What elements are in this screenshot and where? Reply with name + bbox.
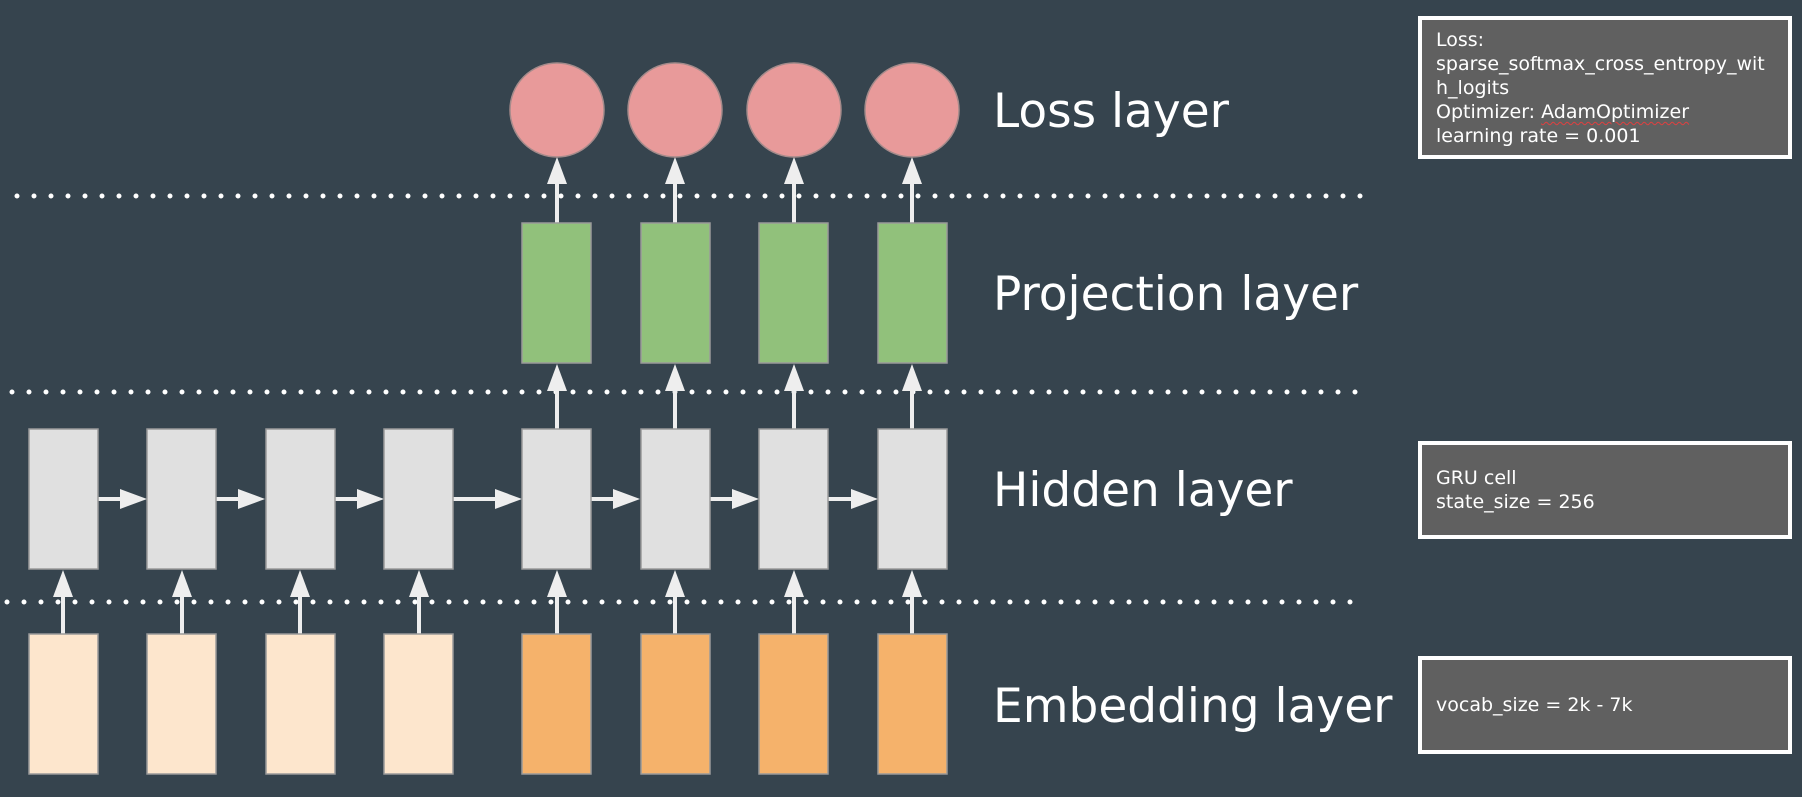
arrow-up [902,157,922,223]
embedding-output-node [521,633,592,775]
projection-layer-label: Projection layer [993,267,1359,322]
projection-node [877,222,948,364]
learning-rate: learning rate = 0.001 [1436,125,1641,147]
arrow-up [902,570,922,634]
cell-type: GRU cell [1436,467,1517,489]
arrow-right [709,489,759,509]
arrow-up [665,157,685,223]
optimizer-line: Optimizer: AdamOptimizer [1436,100,1774,124]
arrow-right [828,489,878,509]
loss-nodes [509,62,960,158]
projection-node [640,222,711,364]
recurrent-arrows [97,489,878,509]
arrow-up [547,364,567,429]
hidden-node [28,428,99,570]
hidden-node [521,428,592,570]
projection-nodes [521,222,948,364]
arrow-up [290,570,310,634]
embedding-to-hidden-arrows [53,570,922,634]
arrow-up [547,157,567,223]
arrow-right [97,489,147,509]
arrow-up [665,364,685,429]
loss-node [509,62,605,158]
arrow-right [453,489,522,509]
arrow-up [784,364,804,429]
arrow-up [53,570,73,634]
hidden-node [640,428,711,570]
arrow-up [172,570,192,634]
embedding-output-node [640,633,711,775]
arrow-up [784,570,804,634]
vocab-size: vocab_size = 2k - 7k [1436,694,1633,716]
arrow-up [902,364,922,429]
loss-info-box: Loss: sparse_softmax_cross_entropy_with_… [1418,16,1792,159]
embedding-info-box: vocab_size = 2k - 7k [1418,656,1792,754]
arrow-right [591,489,640,509]
loss-node [627,62,723,158]
embedding-input-node [265,633,336,775]
loss-node [746,62,842,158]
hidden-node [383,428,454,570]
arrow-right [216,489,265,509]
optimizer-value: AdamOptimizer [1541,101,1690,123]
arrow-up [547,570,567,634]
loss-layer-label: Loss layer [993,84,1229,139]
hidden-info-box: GRU cell state_size = 256 [1418,441,1792,539]
embedding-output-node [877,633,948,775]
hidden-node [758,428,829,570]
projection-node [521,222,592,364]
arrow-up [784,157,804,223]
embedding-output-node [758,633,829,775]
state-size: state_size = 256 [1436,491,1595,513]
embedding-layer-label: Embedding layer [993,679,1393,734]
loss-node [864,62,960,158]
hidden-nodes [28,428,948,570]
embedding-nodes [28,633,948,775]
embedding-input-node [146,633,217,775]
arrow-right [334,489,384,509]
projection-to-loss-arrows [547,157,922,223]
projection-node [758,222,829,364]
hidden-node [877,428,948,570]
arrow-up [665,570,685,634]
hidden-layer-label: Hidden layer [993,463,1293,518]
loss-function: sparse_softmax_cross_entropy_with_logits [1436,53,1765,99]
hidden-to-projection-arrows [547,364,922,429]
hidden-node [146,428,217,570]
optimizer-label: Optimizer: [1436,101,1542,123]
embedding-input-node [383,633,454,775]
arrow-up [409,570,429,634]
embedding-input-node [28,633,99,775]
hidden-node [265,428,336,570]
loss-label: Loss: [1436,29,1485,51]
